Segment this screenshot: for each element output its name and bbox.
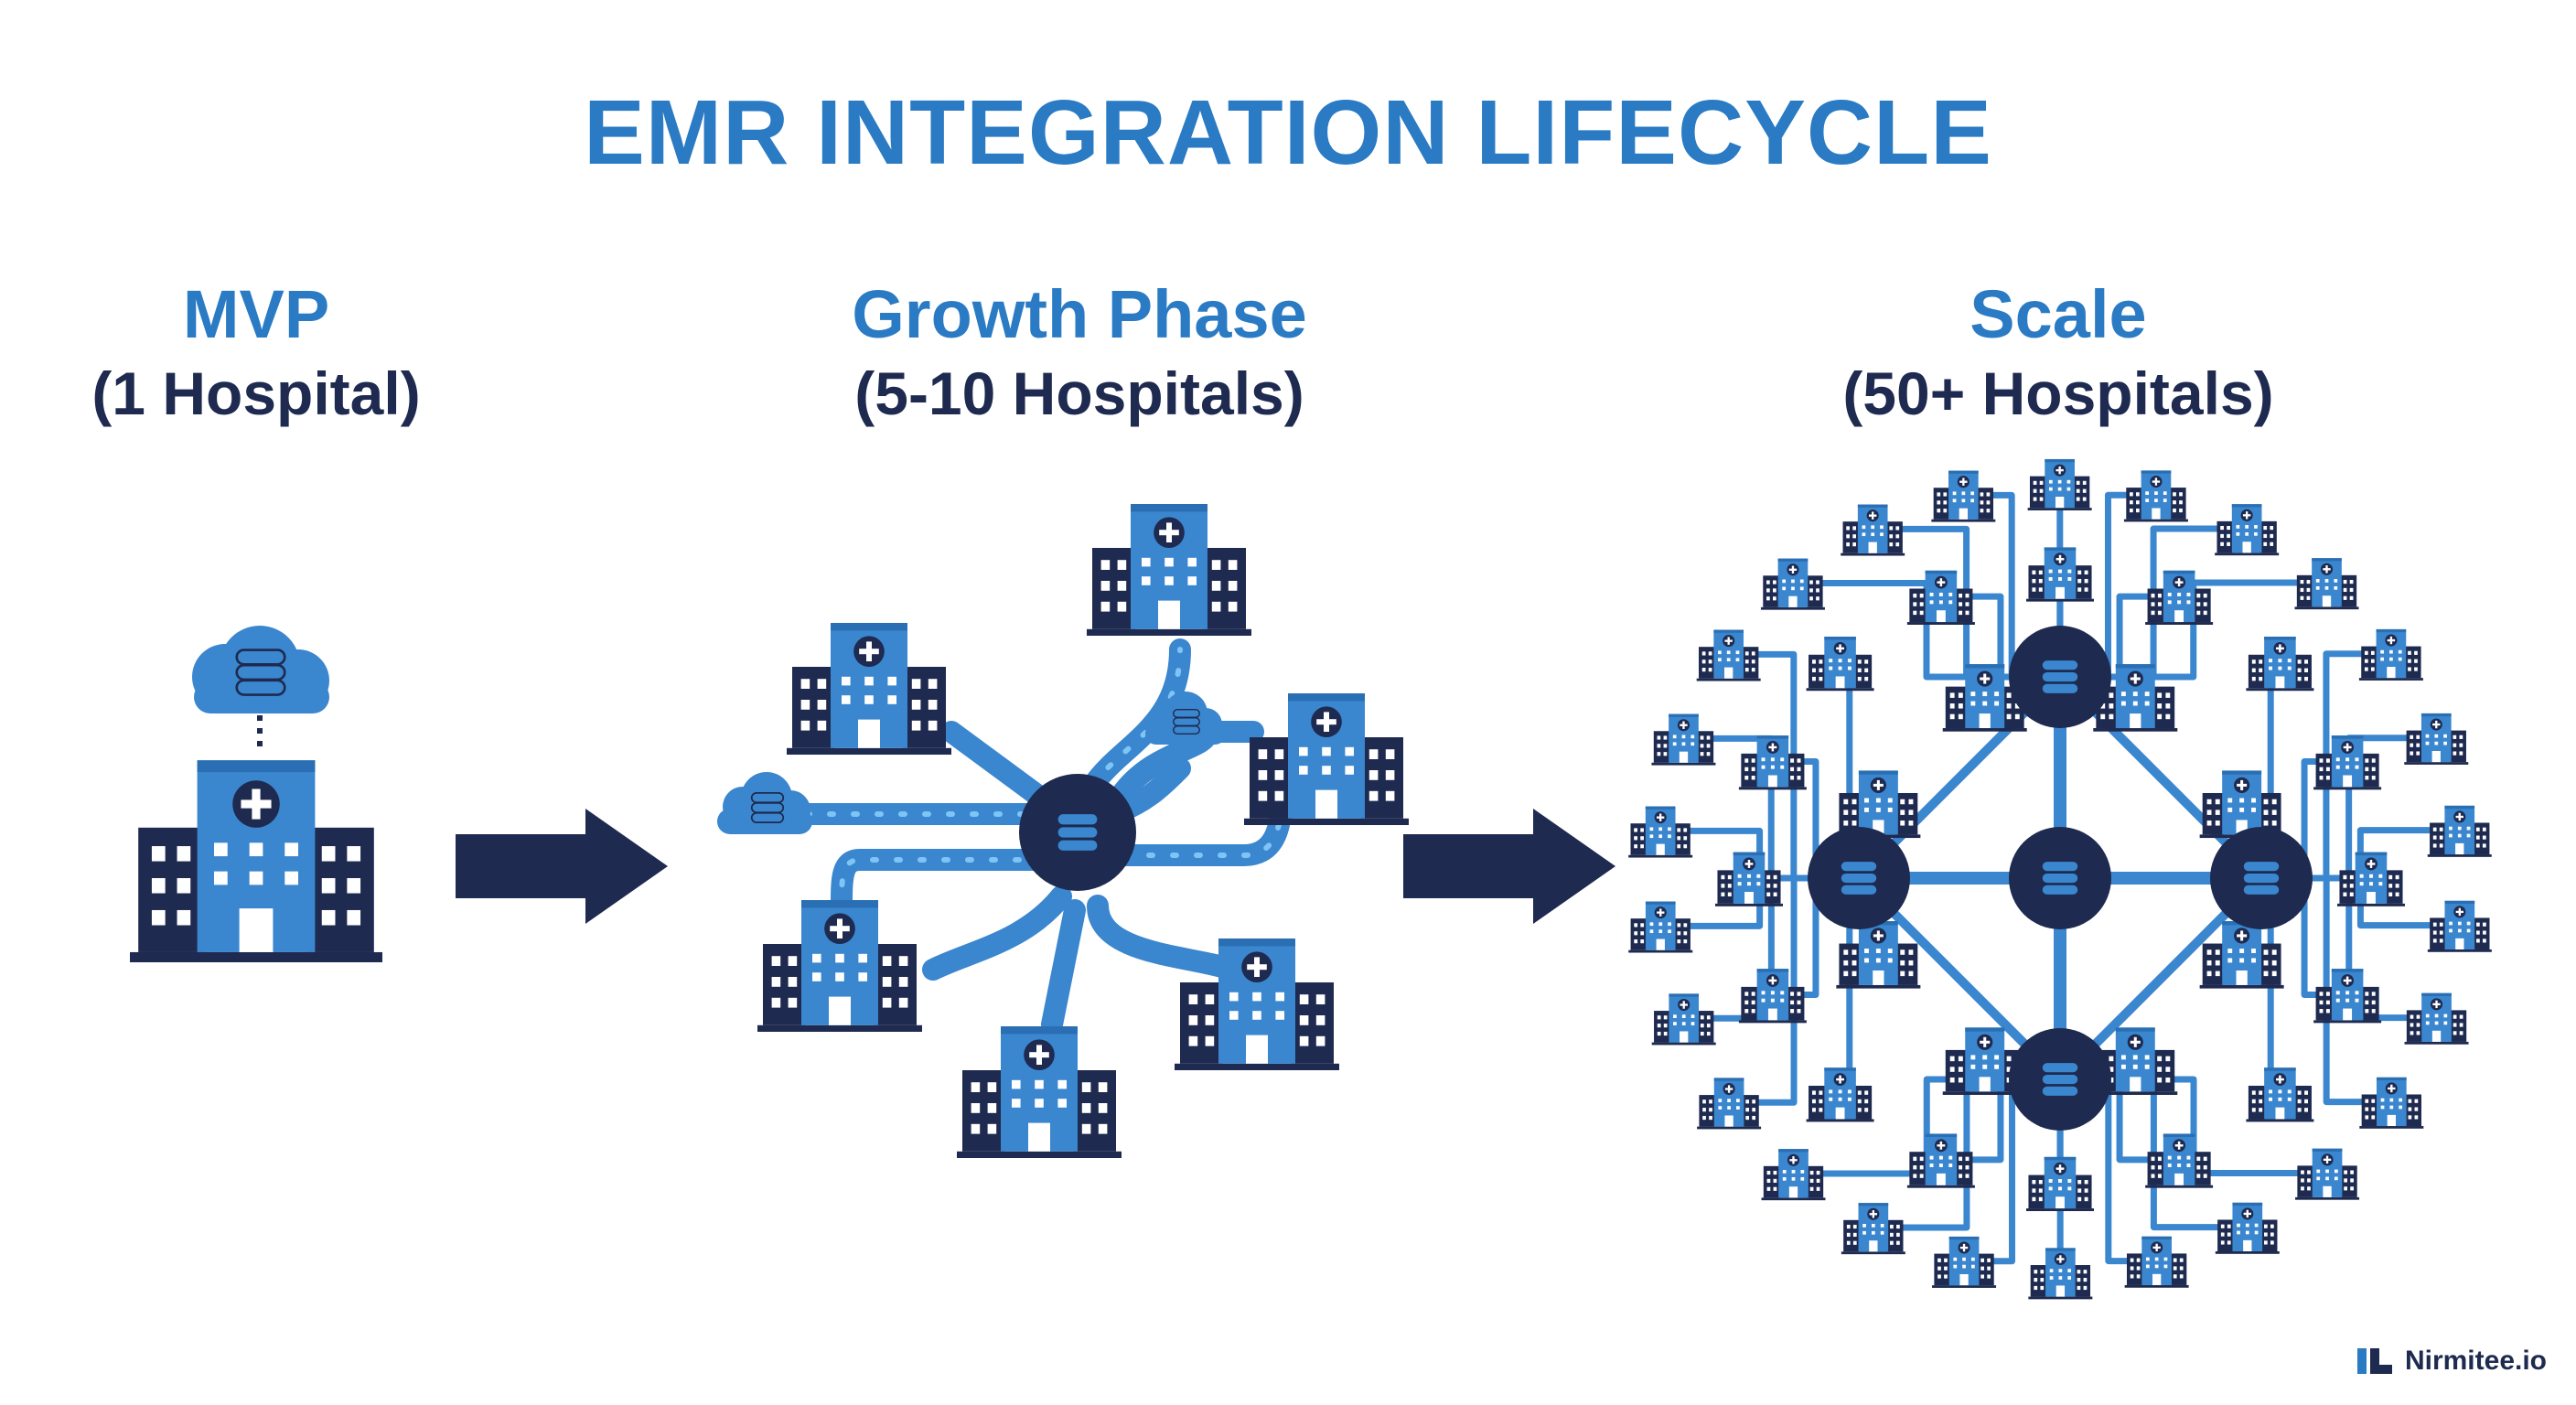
cloud-database-icon (1145, 692, 1226, 745)
hospital-icon (2215, 1202, 2280, 1254)
hospital-icon (2246, 637, 2314, 692)
stage-subtitle: (1 Hospital) (91, 359, 421, 427)
hospital-icon (1841, 1203, 1905, 1255)
hospital-icon (1087, 504, 1251, 636)
stage-subtitle: (50+ Hospitals) (1842, 359, 2274, 427)
hospital-icon (1244, 693, 1409, 825)
hospital-icon (1932, 1236, 1997, 1288)
hospital-icon (2427, 900, 2492, 952)
hospital-icon (2026, 547, 2094, 602)
hospital-icon (1628, 806, 1693, 858)
cloud-database-icon (717, 772, 812, 834)
nirmitee-logo-icon (2356, 1348, 2392, 1374)
database-hub-icon (2210, 827, 2313, 929)
hospital-icon (2123, 470, 2188, 522)
hospital-icon (2215, 504, 2280, 556)
scale-stage (1628, 458, 2492, 1300)
scale-hubs (1808, 626, 2313, 1131)
hospital-icon (757, 900, 922, 1032)
hospital-icon (957, 1026, 1122, 1158)
page-title: EMR INTEGRATION LIFECYCLE (584, 81, 1992, 184)
stage-label-scale: Scale (50+ Hospitals) (1738, 274, 2378, 432)
mvp-stage (130, 626, 382, 962)
hospital-icon (1651, 993, 1716, 1046)
stage-subtitle: (5-10 Hospitals) (854, 359, 1304, 427)
logo-text: Nirmitee.io (2404, 1346, 2547, 1376)
hospital-icon (1696, 629, 1761, 681)
hospital-icon (2028, 1248, 2093, 1300)
hospital-icon (2404, 713, 2469, 765)
stage-label-growth: Growth Phase (5-10 Hospitals) (750, 274, 1409, 432)
database-hub-icon (2009, 626, 2111, 728)
hospital-icon (2026, 1156, 2094, 1212)
hospital-icon (2427, 805, 2492, 857)
hospital-icon (2404, 992, 2469, 1045)
hospital-icon (2246, 1067, 2314, 1122)
hospital-icon (1841, 504, 1905, 556)
brand-logo: Nirmitee.io (2356, 1345, 2547, 1378)
hospital-icon (1651, 713, 1716, 766)
database-hub-icon (2009, 1028, 2111, 1131)
hospital-icon (787, 623, 951, 755)
cloud-database-icon (192, 626, 329, 713)
stage-label-mvp: MVP (1 Hospital) (55, 274, 457, 432)
hospital-icon (2294, 558, 2359, 610)
arrow-right-icon (1403, 809, 1615, 924)
hospital-icon (1806, 1067, 1874, 1122)
hospital-icon (2359, 1077, 2424, 1129)
hospital-icon (2358, 628, 2423, 681)
database-hub-icon (1019, 774, 1136, 891)
hospital-icon (1806, 637, 1874, 692)
hospital-icon (1761, 1149, 1826, 1201)
hospital-icon (2124, 1236, 2189, 1288)
hospital-icon (1697, 1078, 1762, 1130)
hospital-icon (1931, 470, 1996, 522)
stage-name: Scale (1970, 276, 2147, 352)
hospital-icon (2295, 1148, 2360, 1200)
arrow-right-icon (456, 809, 668, 924)
hospital-icon (1628, 901, 1693, 953)
stage-name: MVP (182, 276, 330, 352)
hospital-icon (1760, 558, 1825, 610)
database-hub-icon (2009, 827, 2111, 929)
hospital-icon (2027, 458, 2092, 510)
stage-name: Growth Phase (852, 276, 1307, 352)
hospital-icon (130, 760, 382, 962)
database-hub-icon (1808, 827, 1910, 929)
growth-stage (717, 504, 1409, 1158)
